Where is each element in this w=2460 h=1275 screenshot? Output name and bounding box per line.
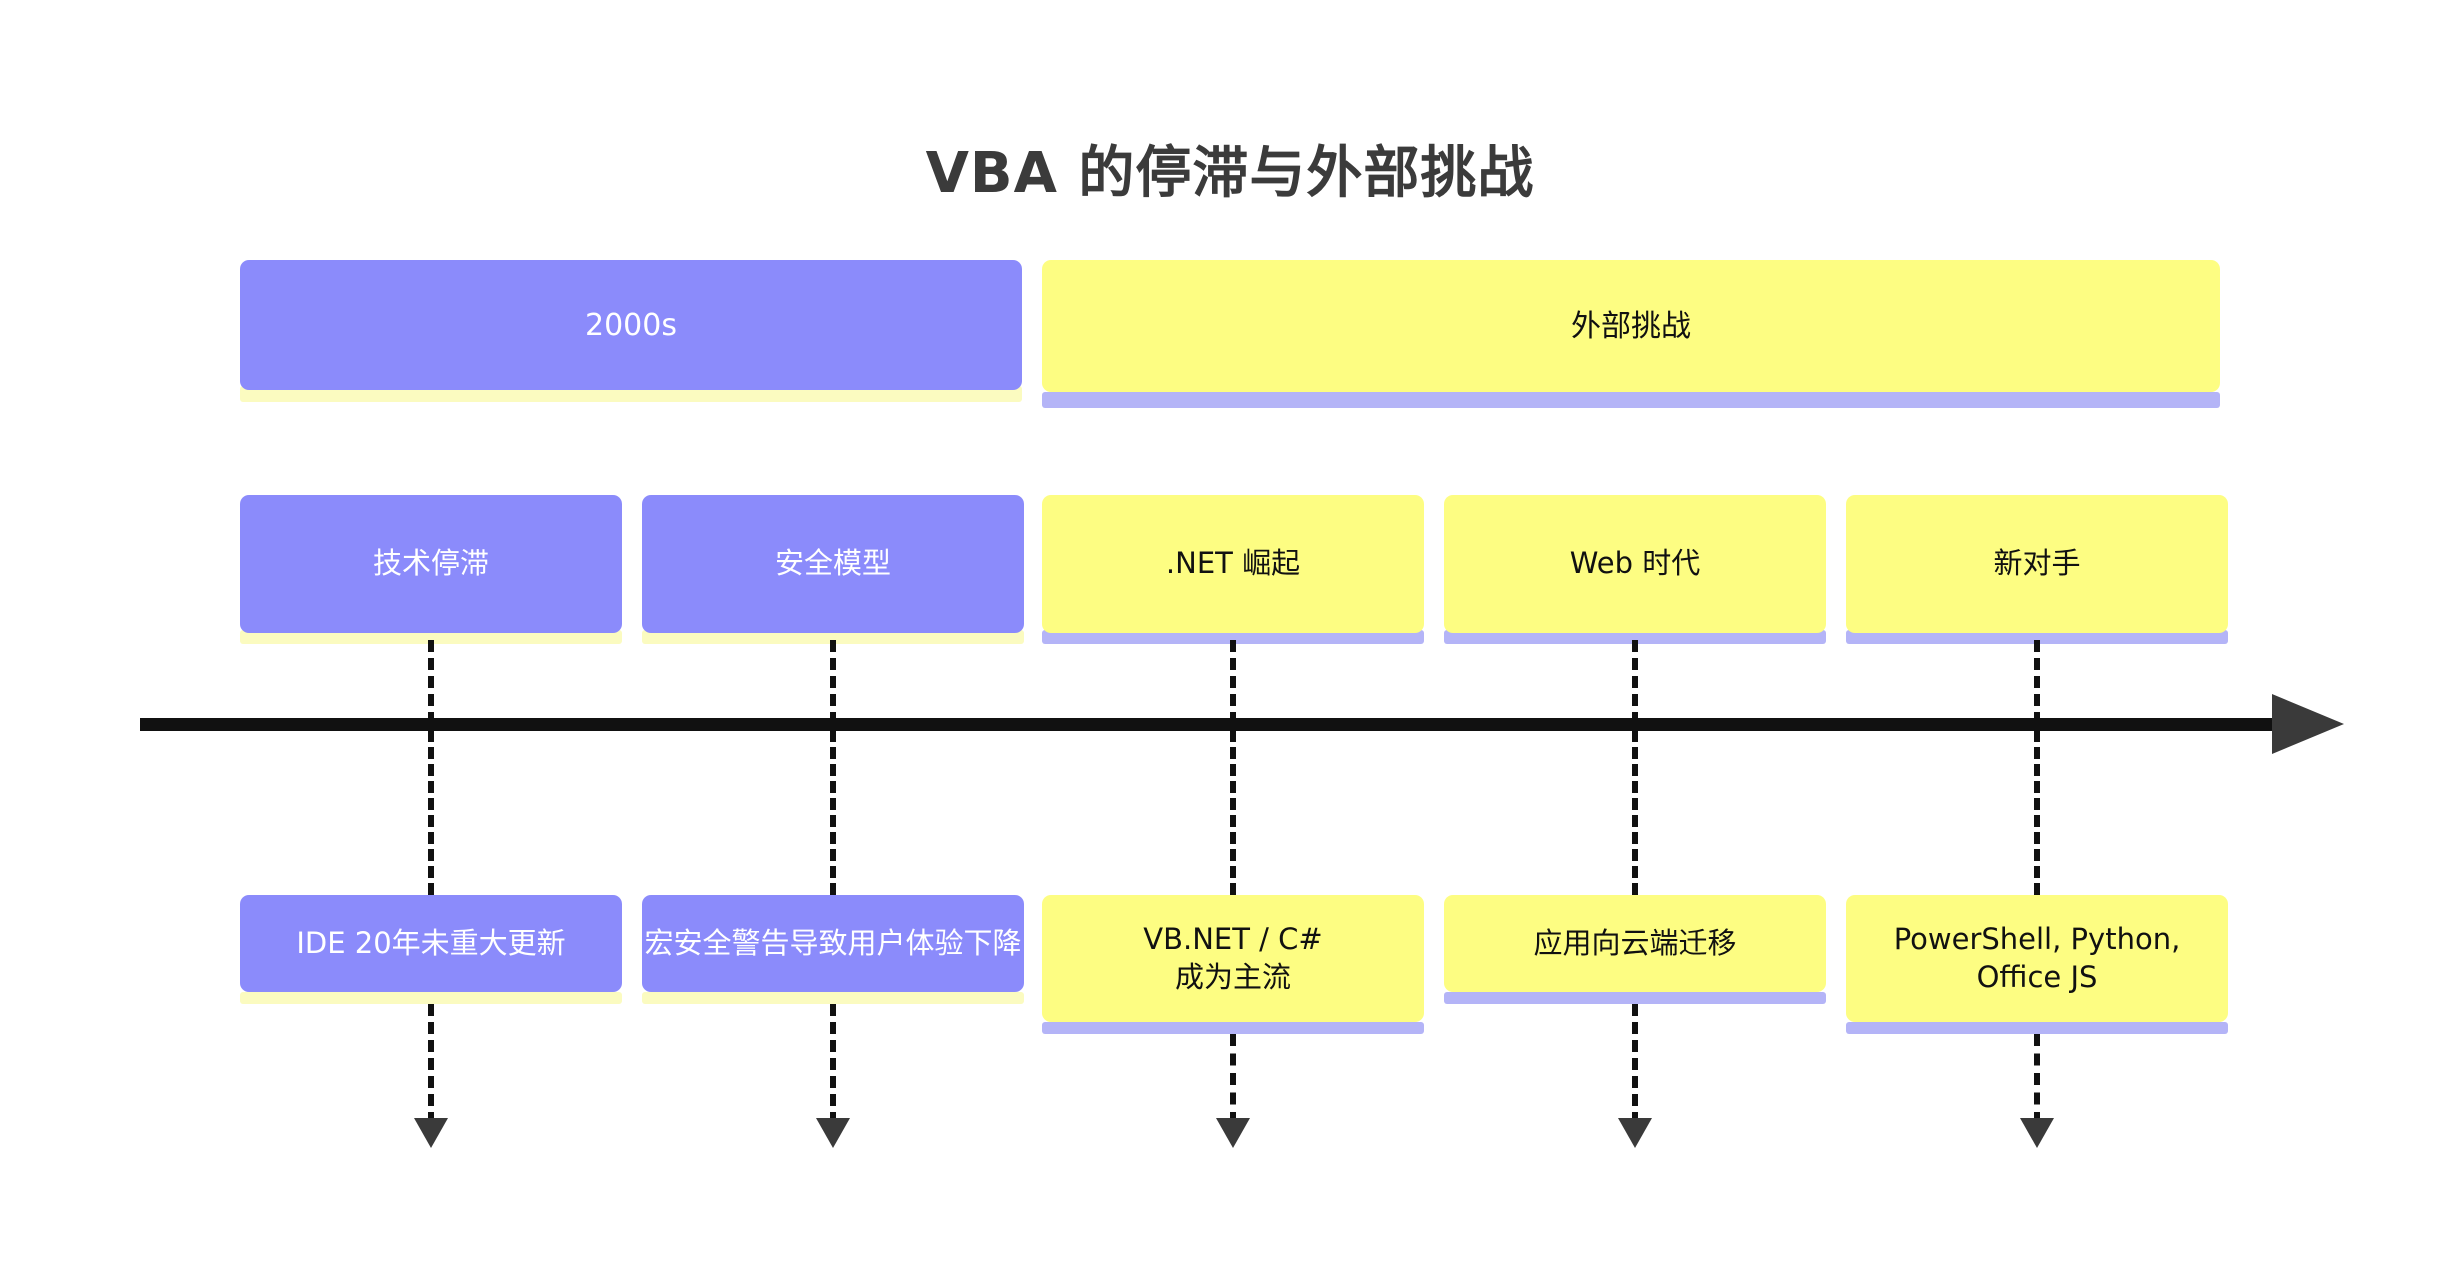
connector-axis-dotnet-rise (1230, 730, 1236, 895)
bottom-card-label: IDE 20年未重大更新 (296, 925, 566, 960)
bottom-card-label-line1: PowerShell, Python, (1893, 921, 2181, 956)
header-bar-label: 外部挑战 (1571, 308, 1691, 344)
bottom-card-new-rivals[interactable]: PowerShell, Python, Office JS (1846, 895, 2228, 1022)
mid-card-label: .NET 崛起 (1165, 546, 1301, 581)
connector-top-tech-stagnation (428, 640, 434, 724)
connector-bottom-security-model (830, 1004, 836, 1124)
mid-card-shadow-security-model (642, 630, 1024, 644)
mid-card-tech-stagnation[interactable]: 技术停滞 (240, 495, 622, 633)
header-shadow-external-challenge (1042, 392, 2220, 408)
timeline-axis-line (140, 718, 2280, 731)
mid-card-label: 新对手 (1993, 546, 2081, 581)
mid-card-dotnet-rise[interactable]: .NET 崛起 (1042, 495, 1424, 633)
connector-bottom-tech-stagnation (428, 1004, 434, 1124)
connector-axis-web-era (1632, 730, 1638, 895)
connector-bottom-web-era (1632, 1004, 1638, 1124)
bottom-card-shadow-tech-stagnation (240, 992, 622, 1004)
bottom-card-shadow-new-rivals (1846, 1022, 2228, 1034)
mid-card-shadow-new-rivals (1846, 630, 2228, 644)
bottom-card-shadow-security-model (642, 992, 1024, 1004)
connector-axis-security-model (830, 730, 836, 895)
header-bar-2000s[interactable]: 2000s (240, 260, 1022, 390)
overflow-clip-right (1024, 890, 1041, 1010)
bottom-card-security-model[interactable]: 宏安全警告导致用户体验下降 (642, 895, 1024, 992)
mid-card-label: 技术停滞 (372, 546, 489, 581)
bottom-card-label: 宏安全警告导致用户体验下降 (644, 925, 1022, 960)
arrow-down-icon-security-model (816, 1118, 850, 1148)
mid-card-shadow-tech-stagnation (240, 630, 622, 644)
mid-card-new-rivals[interactable]: 新对手 (1846, 495, 2228, 633)
bottom-card-web-era[interactable]: 应用向云端迁移 (1444, 895, 1826, 992)
arrow-down-icon-tech-stagnation (414, 1118, 448, 1148)
connector-top-web-era (1632, 640, 1638, 724)
connector-axis-tech-stagnation (428, 730, 434, 895)
connector-bottom-new-rivals (2034, 1034, 2040, 1124)
bottom-card-label-line2: Office JS (1976, 959, 2098, 994)
page-title: VBA 的停滞与外部挑战 (925, 141, 1535, 206)
mid-card-shadow-dotnet-rise (1042, 630, 1424, 644)
arrow-down-icon-web-era (1618, 1118, 1652, 1148)
header-bar-external-challenge[interactable]: 外部挑战 (1042, 260, 2220, 392)
mid-card-label: 安全模型 (774, 546, 891, 581)
bottom-card-label-line1: VB.NET / C# (1143, 921, 1323, 956)
bottom-card-dotnet-rise[interactable]: VB.NET / C# 成为主流 (1042, 895, 1424, 1022)
arrow-down-icon-dotnet-rise (1216, 1118, 1250, 1148)
connector-bottom-dotnet-rise (1230, 1034, 1236, 1124)
connector-axis-new-rivals (2034, 730, 2040, 895)
bottom-card-shadow-web-era (1444, 992, 1826, 1004)
arrow-down-icon-new-rivals (2020, 1118, 2054, 1148)
connector-top-dotnet-rise (1230, 640, 1236, 724)
overflow-clip-left (623, 890, 641, 1010)
mid-card-web-era[interactable]: Web 时代 (1444, 495, 1826, 633)
mid-card-shadow-web-era (1444, 630, 1826, 644)
header-bar-label: 2000s (585, 307, 677, 343)
bottom-card-label: 应用向云端迁移 (1533, 925, 1737, 960)
mid-card-label: Web 时代 (1569, 546, 1701, 581)
connector-top-security-model (830, 640, 836, 724)
header-shadow-2000s (240, 386, 1022, 402)
bottom-card-label-line2: 成为主流 (1174, 959, 1291, 994)
mid-card-security-model[interactable]: 安全模型 (642, 495, 1024, 633)
connector-top-new-rivals (2034, 640, 2040, 724)
bottom-card-shadow-dotnet-rise (1042, 1022, 1424, 1034)
bottom-card-tech-stagnation[interactable]: IDE 20年未重大更新 (240, 895, 622, 992)
timeline-arrow-icon (2272, 694, 2344, 754)
